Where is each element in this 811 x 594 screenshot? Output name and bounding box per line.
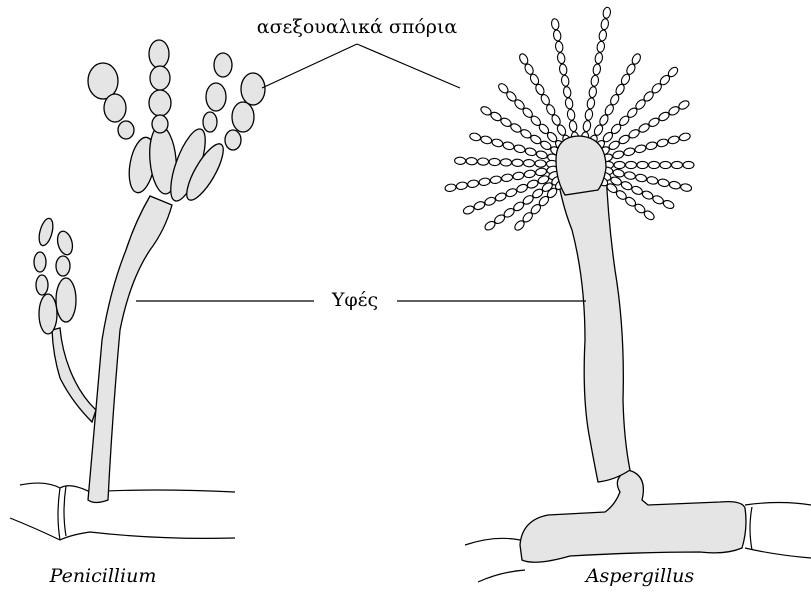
conidium (551, 18, 560, 30)
conidium (679, 132, 691, 142)
conidium (557, 52, 566, 64)
conidium (561, 75, 570, 87)
conidium (501, 173, 513, 182)
conidium (535, 167, 547, 176)
conidium (563, 86, 572, 98)
conidium (657, 178, 669, 187)
label-penicillium: Penicillium (49, 565, 157, 587)
conidium (672, 161, 683, 168)
conidium (567, 109, 576, 121)
conidium (683, 161, 694, 168)
aspergillus-illustration (444, 7, 811, 582)
conidium (635, 173, 647, 182)
conidium (623, 147, 635, 157)
conidium (478, 177, 490, 186)
label-aspergillus: Aspergillus (584, 565, 695, 587)
penicillium-side-spores (34, 217, 76, 334)
conidium (565, 97, 574, 109)
conidium (588, 86, 597, 98)
conidium (484, 196, 497, 207)
conidium (637, 161, 648, 168)
leader-spores-right (357, 44, 460, 88)
conidium (646, 176, 658, 185)
conidium (649, 161, 660, 168)
conidium (594, 52, 603, 64)
conidium (602, 7, 611, 19)
penicillium-substrate-hyphae (10, 483, 235, 540)
conidium (454, 157, 465, 165)
conidium (490, 175, 502, 184)
conidium (612, 150, 624, 160)
conidium (656, 138, 668, 148)
conidium (667, 135, 679, 145)
conidium (456, 181, 468, 190)
conidium (612, 169, 624, 178)
penicillium-side-branch (52, 328, 96, 422)
conidium (592, 63, 601, 75)
conidium (500, 159, 511, 167)
conidium (559, 63, 568, 75)
conidium (680, 183, 692, 192)
conidium (586, 97, 595, 109)
conidium (596, 41, 605, 53)
conidium (645, 141, 657, 151)
conidium (469, 132, 481, 142)
leader-spores-left (262, 44, 357, 88)
conidium (505, 187, 518, 198)
conidium (620, 180, 633, 191)
conidium (502, 141, 514, 151)
conidium (652, 194, 665, 205)
conidium (523, 159, 534, 167)
conidium (569, 120, 578, 132)
aspergillus-vesicle (556, 136, 606, 195)
penicillium-phialides (125, 125, 229, 205)
conidium (535, 160, 546, 168)
conidium (477, 158, 488, 166)
penicillium-illustration (10, 40, 265, 540)
conidium (494, 192, 507, 203)
conidium (524, 147, 536, 157)
conidium (555, 41, 564, 53)
conidium (626, 161, 637, 168)
conidium (444, 183, 456, 192)
conidium (614, 161, 625, 168)
conidium (582, 120, 591, 132)
conidium (590, 75, 599, 87)
conidium (513, 144, 525, 154)
penicillium-spore-chains (88, 40, 265, 150)
conidium (526, 179, 539, 190)
aspergillus-foot-cell (520, 470, 746, 562)
conidium (467, 179, 479, 188)
conidium (489, 158, 500, 166)
conidium (641, 190, 654, 201)
conidium (600, 18, 609, 30)
conidium (466, 157, 477, 165)
conidium (584, 109, 593, 121)
conidium (524, 169, 536, 178)
label-hyphae: Υφές (331, 289, 378, 311)
conidium (660, 161, 671, 168)
conidium (631, 185, 644, 196)
conidium (598, 29, 607, 41)
conidium (480, 135, 492, 145)
conidium (491, 138, 503, 148)
conidium (536, 150, 548, 160)
conidium (512, 171, 524, 180)
penicillium-conidiophore (88, 196, 172, 503)
conidium (512, 159, 523, 167)
conidium (662, 199, 675, 210)
conidium (634, 144, 646, 154)
conidium (516, 183, 529, 194)
conidium (624, 171, 636, 180)
conidium (553, 29, 562, 41)
conidium (669, 181, 681, 190)
conidium (473, 200, 486, 211)
label-asexual-spores: ασεξουαλικά σπόρια (257, 16, 458, 38)
conidium (462, 205, 475, 216)
